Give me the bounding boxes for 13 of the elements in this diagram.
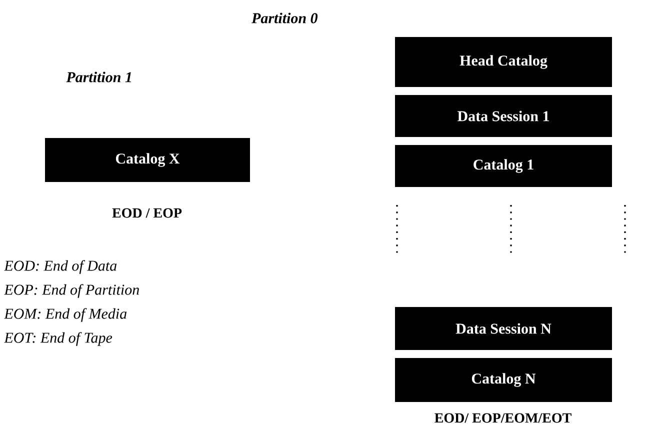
catalog-box: Catalog X	[45, 138, 250, 182]
catalog-box: Head Catalog	[395, 37, 612, 87]
abbreviation-key-text: EOD: End of Data	[4, 260, 117, 274]
partition-label: Partition 0	[252, 12, 318, 24]
partition-label: Partition 1	[66, 72, 131, 82]
end-marker-label: EOD / EOP	[112, 208, 182, 218]
abbreviation-key-text: EOM: End of Media	[4, 308, 127, 322]
abbreviation-key-text: EOT: End of Tape	[4, 332, 112, 346]
abbreviation-key-text: EOP: End of Partition	[4, 284, 139, 298]
catalog-box: Data Session 1	[395, 95, 612, 137]
catalog-box: Catalog N	[395, 358, 612, 402]
catalog-box: Data Session N	[395, 307, 612, 350]
catalog-box: Catalog 1	[395, 145, 612, 187]
